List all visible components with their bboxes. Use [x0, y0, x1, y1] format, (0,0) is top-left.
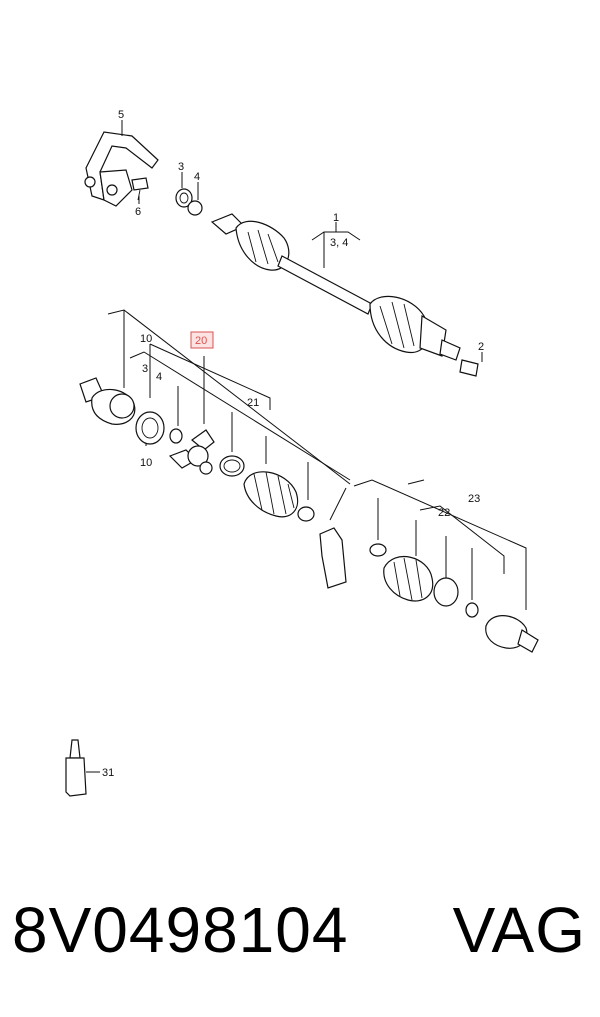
boot-part-mid: [243, 471, 299, 518]
label-21: 21: [247, 397, 259, 409]
clamp-part-mid: [219, 455, 245, 477]
grease-tube-part: [319, 527, 347, 589]
bolt-part-6: [131, 177, 149, 201]
label-31: 31: [102, 767, 114, 779]
label-22: 22: [438, 507, 450, 519]
ring-part-4: [187, 200, 203, 216]
label-6: 6: [135, 206, 141, 218]
ring-part-outer: [465, 602, 479, 618]
label-10-bottom: 10: [140, 457, 152, 469]
label-3-4-top: 3, 4: [330, 237, 348, 249]
inner-joint-part: [79, 377, 136, 425]
drive-shaft-part: [210, 213, 461, 361]
bolt-part-2: [459, 359, 479, 377]
clamp-part-outer: [369, 543, 387, 557]
brand-label: VAG: [452, 894, 586, 966]
boot-part-outer: [383, 556, 434, 602]
leader-lines-top: [121, 120, 483, 362]
highlight-badge-20: 20: [190, 331, 214, 349]
tripod-part: [168, 429, 215, 475]
outer-joint-part: [485, 615, 539, 653]
label-3-mid: 3: [142, 363, 148, 375]
circlip-part-3: [175, 188, 193, 208]
circlip-part-3-mid: [169, 428, 183, 444]
label-10-top: 10: [140, 333, 152, 345]
clamp-part-large: [433, 577, 459, 607]
leader-lines-middle: [107, 309, 527, 610]
label-5: 5: [118, 109, 124, 121]
label-3-top: 3: [178, 161, 184, 173]
label-20: 20: [195, 335, 207, 347]
clamp-part-small: [297, 506, 315, 522]
label-4-mid: 4: [156, 371, 162, 383]
label-23: 23: [468, 493, 480, 505]
part-number: 8V0498104: [12, 894, 349, 966]
seal-plate-part-10: [135, 411, 165, 445]
heat-shield-part: [84, 131, 159, 207]
label-4-top: 4: [194, 171, 200, 183]
footer: 8V0498104 VAG: [0, 880, 600, 980]
label-2: 2: [478, 341, 484, 353]
sealant-bottle-part: [65, 739, 100, 797]
label-1: 1: [333, 212, 339, 224]
